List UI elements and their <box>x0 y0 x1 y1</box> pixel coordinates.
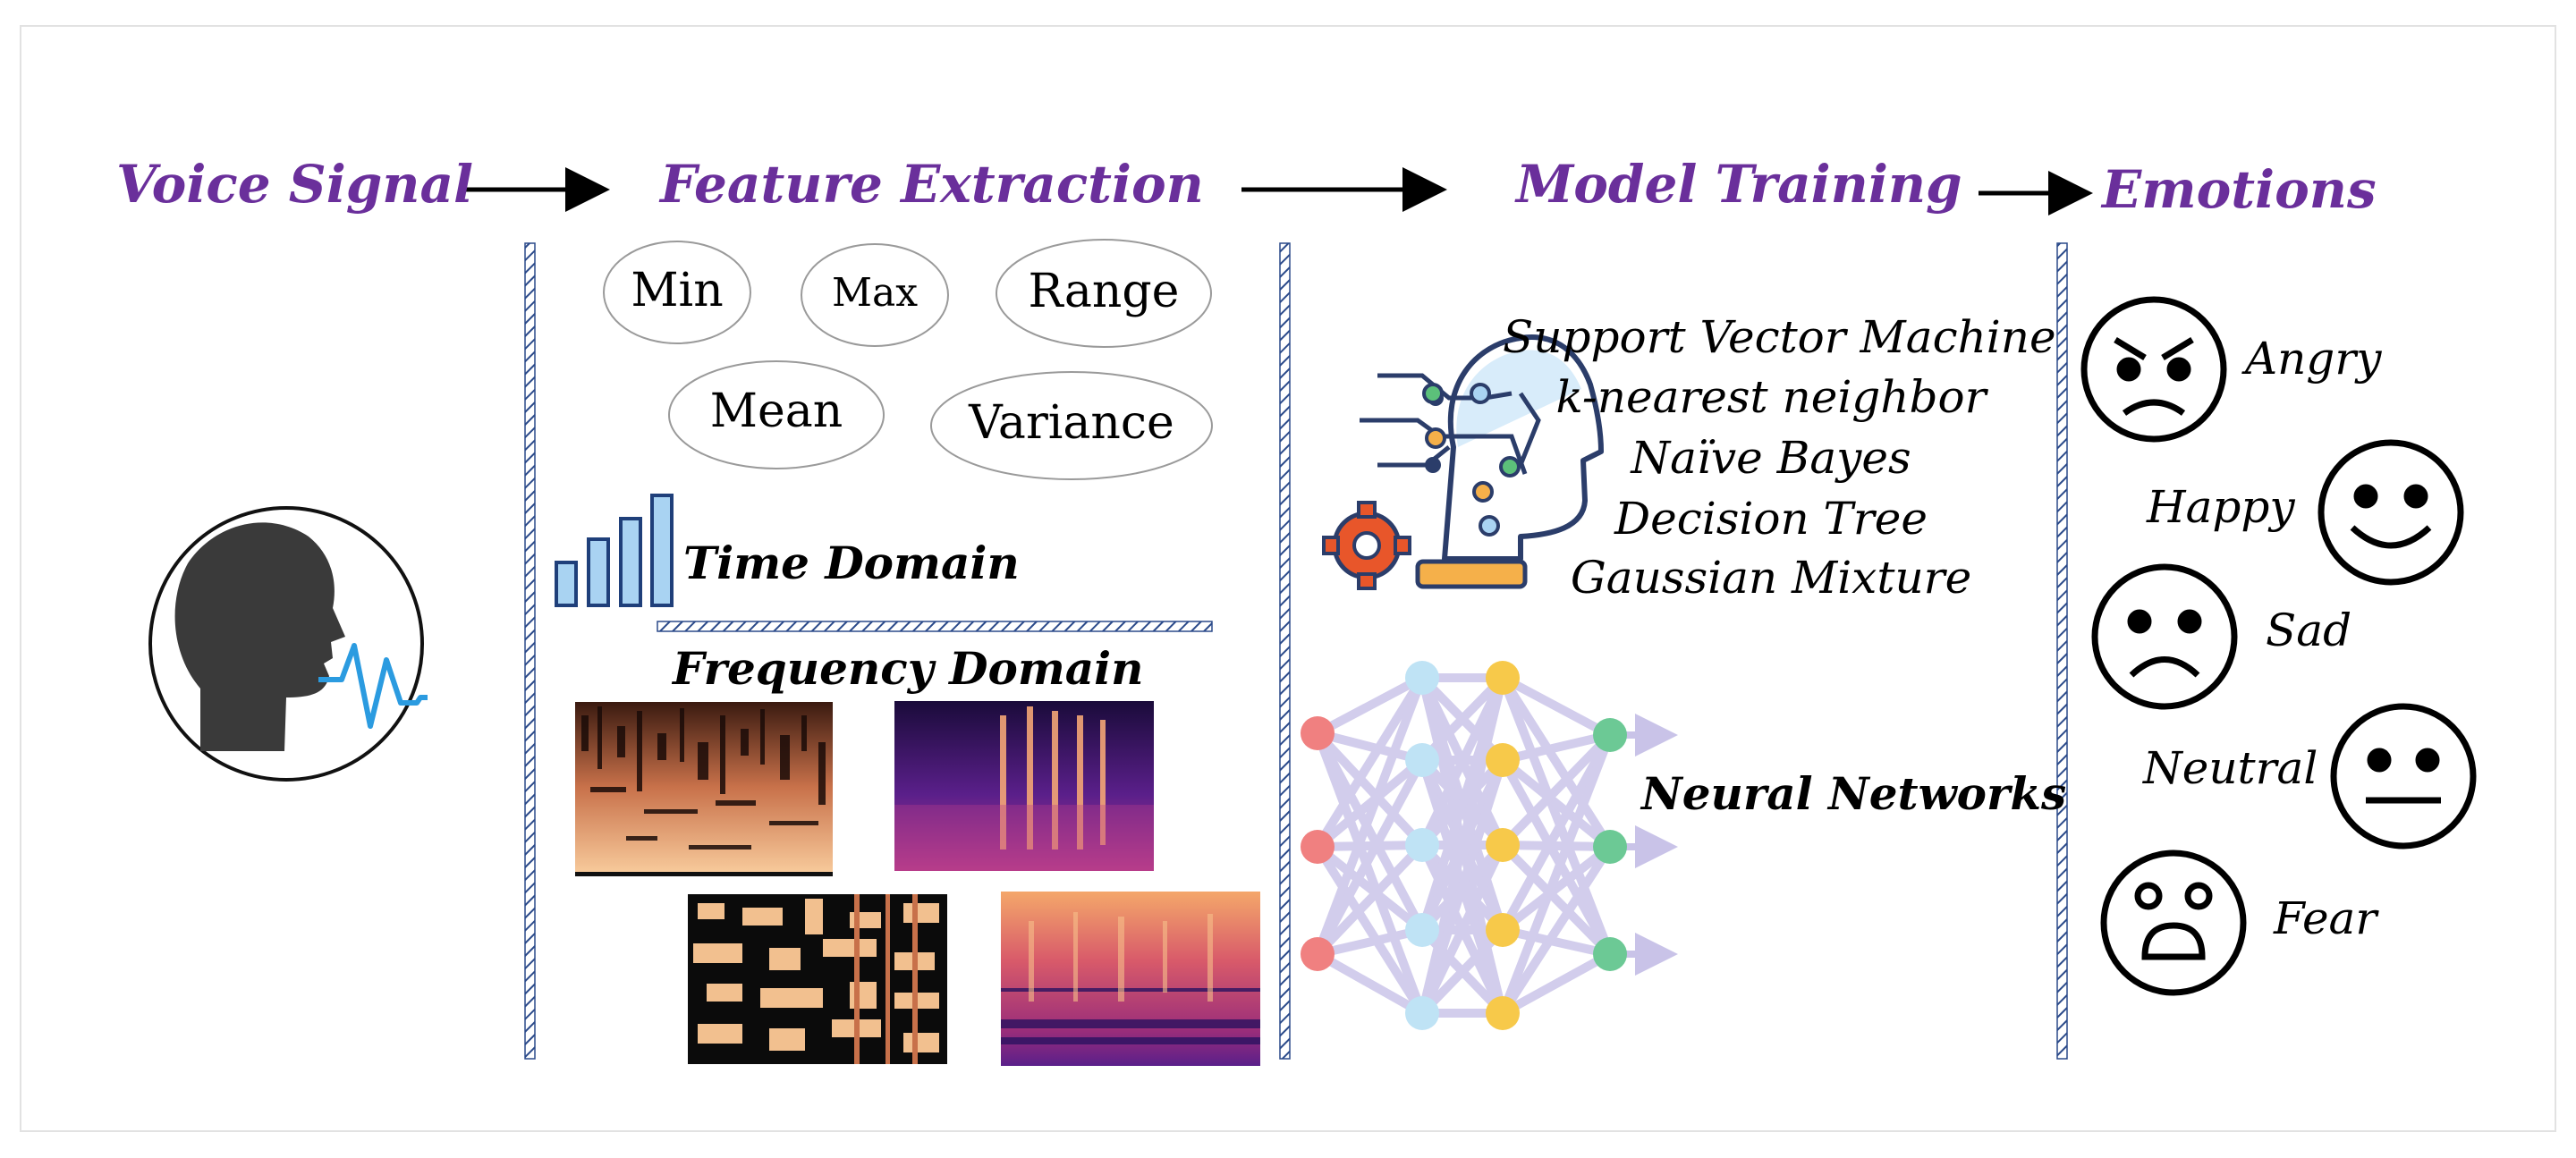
spectrogram-1 <box>575 702 833 876</box>
spectrogram-4 <box>1001 892 1260 1066</box>
domain-divider <box>657 621 1213 632</box>
emotion-fear-label: Fear <box>2274 892 2377 944</box>
stage-model-training: Model Training <box>1516 154 1962 215</box>
nn-node-layer-3 <box>1486 828 1520 862</box>
algorithm-gaussian-mixture: Gaussian Mixture <box>1570 552 1972 604</box>
nn-node-layer-4 <box>1593 718 1627 752</box>
nn-edge <box>1316 729 1424 765</box>
nn-edge <box>1419 926 1506 1017</box>
nn-edge <box>1418 758 1507 1015</box>
nn-edge <box>1313 731 1427 933</box>
nn-edge <box>1419 674 1506 764</box>
spectrogram-3 <box>688 894 947 1064</box>
nn-node-layer-4 <box>1593 830 1627 864</box>
nn-edge <box>1313 844 1427 1016</box>
neutral-face-icon <box>2330 703 2477 849</box>
nn-node-layer-3 <box>1486 743 1520 777</box>
nn-node-layer-2 <box>1405 661 1439 695</box>
oval-range <box>996 239 1212 348</box>
figure-frame <box>20 25 2556 1132</box>
emotion-angry-label: Angry <box>2245 333 2382 385</box>
feature-max: Max <box>831 270 919 316</box>
nn-edge <box>1499 731 1614 849</box>
angry-face-icon <box>2080 296 2227 443</box>
spectrogram-2 <box>894 701 1154 871</box>
stage-feature-extraction: Feature Extraction <box>660 154 1204 215</box>
nn-edge <box>1502 841 1611 851</box>
nn-edge <box>1498 844 1614 1016</box>
stage-emotions: Emotions <box>2102 159 2377 220</box>
nn-edge <box>1500 673 1613 740</box>
gear-icon <box>1322 501 1411 590</box>
algorithm-svm: Support Vector Machine <box>1503 311 2056 363</box>
nn-node-layer-1 <box>1301 716 1335 750</box>
nn-edge <box>1498 732 1614 933</box>
divider-2 <box>1279 242 1291 1060</box>
nn-edge <box>1499 841 1614 958</box>
fear-face-icon <box>2100 849 2247 996</box>
nn-edge <box>1418 842 1507 1016</box>
algorithm-naive-bayes: Naïve Bayes <box>1631 432 1911 484</box>
nn-edge <box>1498 676 1614 956</box>
nn-edge <box>1501 926 1612 959</box>
feature-min: Min <box>631 264 724 317</box>
nn-node-layer-4 <box>1593 937 1627 971</box>
nn-edge <box>1500 950 1613 1018</box>
nn-edge <box>1313 757 1427 957</box>
nn-node-layer-3 <box>1486 913 1520 947</box>
nn-edge <box>1313 731 1427 1015</box>
oval-variance <box>930 371 1213 480</box>
nn-node-layer-2 <box>1405 743 1439 777</box>
speaking-head-icon <box>148 506 428 782</box>
divider-1 <box>524 242 536 1060</box>
nn-node-layer-3 <box>1486 661 1520 695</box>
nn-edge <box>1498 757 1614 957</box>
time-domain-label: Time Domain <box>683 537 1020 589</box>
nn-edge <box>1317 841 1423 851</box>
frequency-domain-label: Frequency Domain <box>673 642 1144 695</box>
emotion-neutral-label: Neutral <box>2143 742 2318 794</box>
divider-3 <box>2056 242 2068 1060</box>
nn-edge <box>1314 843 1426 934</box>
nn-edge <box>1314 841 1426 958</box>
nn-edge <box>1316 926 1424 959</box>
oval-min <box>603 241 751 344</box>
nn-node-layer-2 <box>1405 913 1439 947</box>
emotion-sad-label: Sad <box>2266 604 2352 656</box>
algorithm-decision-tree: Decision Tree <box>1614 493 1928 545</box>
nn-node-layer-1 <box>1301 830 1335 864</box>
nn-edge <box>1499 843 1614 934</box>
stage-voice-signal: Voice Signal <box>116 154 474 215</box>
nn-edge <box>1313 676 1427 956</box>
emotion-happy-label: Happy <box>2147 481 2295 533</box>
feature-mean: Mean <box>709 385 843 438</box>
nn-node-layer-3 <box>1486 996 1520 1030</box>
nn-edge <box>1498 733 1614 1015</box>
nn-node-layer-1 <box>1301 937 1335 971</box>
neural-networks-label: Neural Networks <box>1641 767 2067 820</box>
nn-edge <box>1499 757 1614 850</box>
bar-chart-icon <box>555 494 674 607</box>
nn-edge <box>1313 675 1427 849</box>
nn-node-layer-2 <box>1405 828 1439 862</box>
algorithm-knn: k-nearest neighbor <box>1555 371 1987 423</box>
nn-edge <box>1314 730 1426 849</box>
nn-node-layer-2 <box>1405 996 1439 1030</box>
feature-range: Range <box>1028 265 1180 318</box>
happy-face-icon <box>2318 439 2464 586</box>
sad-face-icon <box>2091 563 2238 710</box>
ai-head-icon <box>1360 334 1604 589</box>
feature-variance: Variance <box>969 396 1174 450</box>
nn-edge <box>1315 673 1425 738</box>
oval-max <box>801 243 949 347</box>
nn-edge <box>1315 950 1425 1018</box>
neural-network-graph <box>1301 661 1678 1030</box>
nn-edge <box>1498 675 1614 849</box>
oval-mean <box>668 360 885 469</box>
nn-edge <box>1501 731 1612 765</box>
